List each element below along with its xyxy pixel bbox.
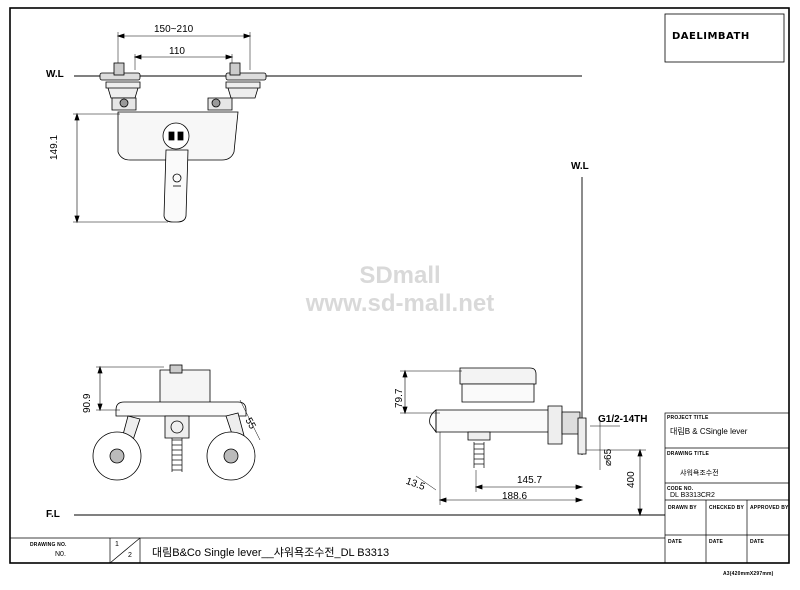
water-level-label-side: W.L (571, 161, 589, 172)
paper-size: A3(420mmX297mm) (723, 571, 774, 577)
brand-logo: DAELIMBATH (672, 31, 750, 42)
dim-side-height: 79.7 (394, 388, 405, 408)
dim-length-short: 145.7 (517, 475, 543, 486)
sheet-total: 2 (128, 552, 132, 559)
drawing-description: 대림B&Co Single lever__샤워욕조수전_DL B3313 (152, 547, 390, 559)
front-view-bottom (92, 364, 261, 481)
drawing-no-label: DRAWING NO. (30, 542, 67, 548)
drawing-no: N0. (55, 551, 66, 558)
dim-top-range: 150~210 (154, 24, 194, 35)
title-block-grid (10, 412, 790, 564)
dim-diameter: ⌀65 (603, 448, 614, 466)
date-label-checked: DATE (709, 539, 724, 545)
drawing-title-label: DRAWING TITLE (667, 451, 710, 457)
date-label-approved: DATE (750, 539, 765, 545)
floor-level-label: F.L (46, 509, 60, 520)
date-label-drawn: DATE (668, 539, 683, 545)
logo-box (664, 13, 785, 63)
water-level-label-front: W.L (46, 69, 64, 80)
approved-by-label: APPROVED BY (750, 505, 789, 511)
dim-thread: G1/2-14TH (598, 414, 648, 425)
drawn-by-label: DRAWN BY (668, 505, 697, 511)
project-title-label: PROJECT TITLE (667, 415, 709, 421)
side-view-bottom (400, 367, 646, 517)
sheet-current: 1 (115, 541, 119, 548)
project-title: 대림B & CSingle lever (670, 427, 748, 436)
watermark-line2: www.sd-mall.net (305, 290, 495, 317)
checked-by-label: CHECKED BY (709, 505, 745, 511)
drawing-frame (9, 7, 790, 564)
dim-front-height: 149.1 (49, 134, 60, 160)
watermark-line1: SDmall (359, 262, 441, 289)
dim-floor-height: 400 (626, 471, 637, 488)
dim-bottom-height: 90.9 (82, 393, 93, 413)
drawing-title: 샤워욕조수전 (680, 470, 719, 477)
front-view-top (73, 32, 582, 224)
code-no-label: CODE NO. (667, 486, 694, 492)
dim-top-center: 110 (169, 46, 185, 57)
code-no: DL B3313CR2 (670, 492, 715, 499)
dim-length-long: 188.6 (502, 491, 528, 502)
